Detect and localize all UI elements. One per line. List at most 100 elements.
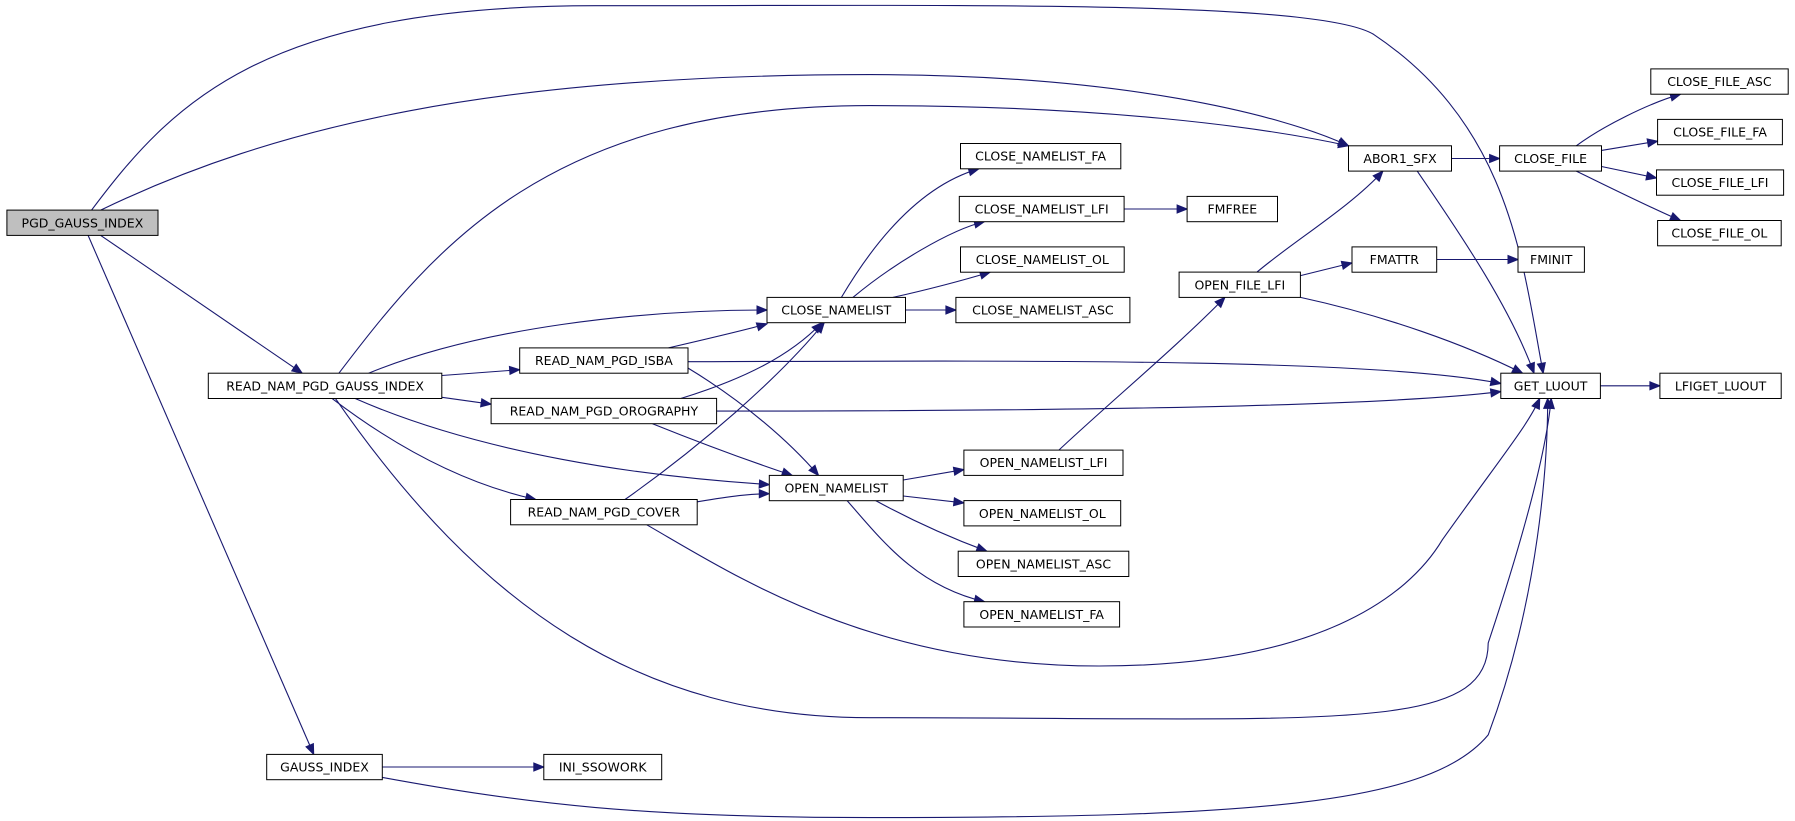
node-pgd-gauss-index[interactable]: PGD_GAUSS_INDEX <box>6 209 159 236</box>
node-box[interactable] <box>1186 195 1278 223</box>
node-fmfree[interactable]: FMFREE <box>1186 195 1278 223</box>
node-box[interactable] <box>519 347 689 374</box>
node-open-namelist[interactable]: OPEN_NAMELIST <box>768 474 904 502</box>
edge-read-nam-pgd-isba-to-open-namelist <box>686 366 820 477</box>
node-box[interactable] <box>6 209 159 236</box>
node-close-file-ol[interactable]: CLOSE_FILE_OL <box>1657 220 1782 247</box>
edge-arrowhead <box>1489 153 1501 164</box>
node-box[interactable] <box>958 195 1125 223</box>
node-fmattr[interactable]: FMATTR <box>1351 246 1438 273</box>
edge-line <box>87 235 315 755</box>
edge-close-namelist-lfi-to-fmfree <box>1124 204 1189 214</box>
node-box[interactable] <box>1657 220 1782 247</box>
node-box[interactable] <box>1500 372 1601 400</box>
node-open-file-lfi[interactable]: OPEN_FILE_LFI <box>1178 271 1301 298</box>
node-label: OPEN_NAMELIST <box>784 481 888 496</box>
node-box[interactable] <box>768 474 904 502</box>
edge-line <box>100 74 1349 211</box>
node-box[interactable] <box>1517 246 1585 273</box>
edge-line <box>668 323 768 349</box>
edge-arrowhead <box>1337 138 1350 149</box>
node-open-namelist-asc[interactable]: OPEN_NAMELIST_ASC <box>957 550 1130 578</box>
edge-line <box>840 168 979 298</box>
node-box[interactable] <box>957 550 1130 578</box>
edge-arrowhead <box>1340 260 1354 271</box>
node-close-namelist[interactable]: CLOSE_NAMELIST <box>766 296 906 324</box>
node-box[interactable] <box>1659 372 1782 400</box>
node-close-namelist-asc[interactable]: CLOSE_NAMELIST_ASC <box>955 296 1131 324</box>
edge-arrowhead <box>1646 138 1659 148</box>
node-box[interactable] <box>1499 145 1602 172</box>
node-label: CLOSE_NAMELIST_LFI <box>975 202 1109 217</box>
node-abor1-sfx[interactable]: ABOR1_SFX <box>1348 145 1452 172</box>
edge-line <box>354 397 770 486</box>
node-box[interactable] <box>510 499 698 526</box>
node-gauss-index[interactable]: GAUSS_INDEX <box>266 753 383 781</box>
node-box[interactable] <box>963 500 1122 527</box>
edge-line <box>382 398 1549 819</box>
edge-arrowhead <box>1511 364 1524 374</box>
edge-read-nam-pgd-gauss-index-to-read-nam-pgd-isba <box>441 365 522 377</box>
node-box[interactable] <box>1657 118 1783 146</box>
node-box[interactable] <box>1650 68 1789 95</box>
node-read-nam-pgd-cover[interactable]: READ_NAM_PGD_COVER <box>510 499 698 526</box>
node-read-nam-pgd-isba[interactable]: READ_NAM_PGD_ISBA <box>519 347 689 374</box>
edge-line <box>686 366 819 476</box>
edge-arrowhead <box>1176 204 1189 214</box>
edge-arrowhead <box>952 497 966 507</box>
node-label: INI_SSOWORK <box>559 760 648 775</box>
edge-open-file-lfi-to-fmattr <box>1300 260 1354 277</box>
node-box[interactable] <box>1348 145 1452 172</box>
edge-arrowhead <box>1489 376 1503 387</box>
node-close-namelist-ol[interactable]: CLOSE_NAMELIST_OL <box>960 246 1125 273</box>
node-get-luout[interactable]: GET_LUOUT <box>1500 372 1601 400</box>
node-label: ABOR1_SFX <box>1363 151 1437 166</box>
edge-arrowhead <box>952 466 966 477</box>
edge-arrowhead <box>808 464 820 477</box>
edge-open-namelist-to-open-namelist-ol <box>903 495 966 507</box>
node-box[interactable] <box>266 753 383 781</box>
edge-line <box>1256 170 1384 273</box>
node-box[interactable] <box>766 296 906 324</box>
node-close-file-fa[interactable]: CLOSE_FILE_FA <box>1657 118 1783 146</box>
node-box[interactable] <box>1351 246 1438 273</box>
edge-open-namelist-lfi-to-open-file-lfi <box>1058 296 1226 451</box>
edge-gauss-index-to-get-luout <box>382 397 1553 819</box>
node-open-namelist-fa[interactable]: OPEN_NAMELIST_FA <box>963 601 1121 628</box>
edge-read-nam-pgd-cover-to-close-namelist <box>624 321 826 500</box>
node-close-file-lfi[interactable]: CLOSE_FILE_LFI <box>1656 169 1785 196</box>
node-box[interactable] <box>1178 271 1301 298</box>
node-box[interactable] <box>963 601 1121 628</box>
node-open-namelist-lfi[interactable]: OPEN_NAMELIST_LFI <box>963 449 1124 476</box>
node-open-namelist-ol[interactable]: OPEN_NAMELIST_OL <box>963 500 1122 527</box>
edge-line <box>687 360 1501 385</box>
node-box[interactable] <box>490 397 718 425</box>
node-read-nam-pgd-orography[interactable]: READ_NAM_PGD_OROGRAPHY <box>490 397 718 425</box>
node-box[interactable] <box>1656 169 1785 196</box>
node-close-namelist-fa[interactable]: CLOSE_NAMELIST_FA <box>960 143 1122 170</box>
node-lfiget-luout[interactable]: LFIGET_LUOUT <box>1659 372 1782 400</box>
edge-read-nam-pgd-isba-to-close-namelist <box>668 322 769 349</box>
node-close-file-asc[interactable]: CLOSE_FILE_ASC <box>1650 68 1789 95</box>
node-read-nam-pgd-gauss-index[interactable]: READ_NAM_PGD_GAUSS_INDEX <box>207 372 443 400</box>
node-box[interactable] <box>207 372 443 400</box>
node-close-namelist-lfi[interactable]: CLOSE_NAMELIST_LFI <box>958 195 1125 223</box>
edge-line <box>697 493 770 503</box>
edge-arrowhead <box>508 365 522 376</box>
edge-line <box>91 4 1544 374</box>
node-box[interactable] <box>963 449 1124 476</box>
edge-gauss-index-to-ini-ssowork <box>382 762 546 772</box>
edge-arrowhead <box>813 321 826 334</box>
node-box[interactable] <box>960 143 1122 170</box>
edge-line <box>1575 93 1681 147</box>
node-box[interactable] <box>960 246 1125 273</box>
node-ini-ssowork[interactable]: INI_SSOWORK <box>543 753 663 781</box>
node-box[interactable] <box>543 753 663 781</box>
call-edges <box>87 4 1682 819</box>
node-close-file[interactable]: CLOSE_FILE <box>1499 145 1602 172</box>
edge-line <box>1576 170 1681 222</box>
node-box[interactable] <box>955 296 1131 324</box>
edge-read-nam-pgd-orography-to-get-luout <box>716 388 1503 412</box>
node-fminit[interactable]: FMINIT <box>1517 246 1585 273</box>
node-label: READ_NAM_PGD_ISBA <box>535 353 673 368</box>
